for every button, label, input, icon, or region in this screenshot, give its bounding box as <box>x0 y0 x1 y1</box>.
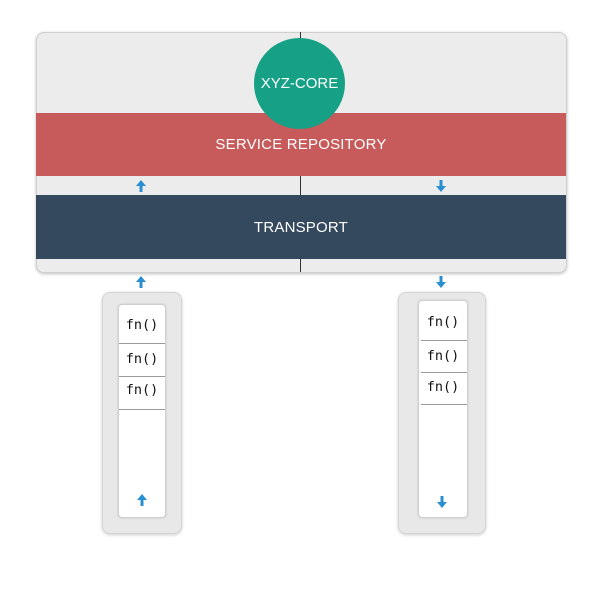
function-item: fn() <box>426 379 460 395</box>
right-function-stack: fn() fn() fn() <box>418 300 468 518</box>
item-separator <box>421 372 467 373</box>
function-item: fn() <box>426 348 460 364</box>
arrow-down-icon <box>436 276 446 288</box>
item-separator <box>421 404 467 405</box>
item-separator <box>119 376 165 377</box>
arrow-up-icon <box>136 276 146 288</box>
xyz-core-label: XYZ-CORE <box>260 75 339 92</box>
item-separator <box>421 340 467 341</box>
function-item: fn() <box>426 314 460 330</box>
item-separator <box>119 343 165 344</box>
xyz-core-circle: XYZ-CORE <box>254 38 345 129</box>
arrow-up-icon <box>137 494 147 506</box>
function-item: fn() <box>125 382 159 398</box>
arrow-down-icon <box>436 180 446 192</box>
arrow-up-icon <box>136 180 146 192</box>
left-function-stack: fn() fn() fn() <box>118 304 166 518</box>
service-repository-label: SERVICE REPOSITORY <box>215 136 387 153</box>
function-item: fn() <box>125 351 159 367</box>
transport-label: TRANSPORT <box>253 218 349 236</box>
function-item: fn() <box>125 317 159 333</box>
item-separator <box>119 409 165 410</box>
transport-band: TRANSPORT <box>36 195 566 259</box>
arrow-down-icon <box>437 496 447 508</box>
